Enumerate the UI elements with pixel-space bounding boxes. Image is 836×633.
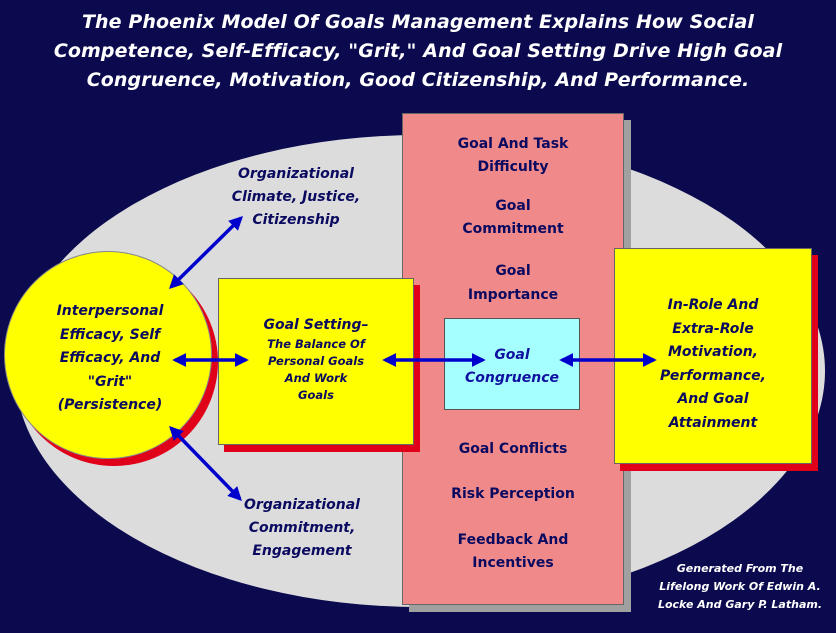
goal-setting-line: Personal Goals [267, 354, 365, 368]
moderator-task-difficulty: Goal And Task Difficulty [402, 133, 624, 179]
moderator-risk-perception: Risk Perception [402, 483, 624, 506]
moderator-line: Difficulty [477, 159, 549, 175]
moderator-goal-commitment: Goal Commitment [402, 195, 624, 241]
outcome-line: Attainment [668, 414, 758, 431]
outcome-line: And Goal [677, 391, 749, 407]
commitment-label-line: Engagement [252, 543, 352, 559]
outcome-label: In-Role And Extra-Role Motivation, Perfo… [614, 294, 812, 435]
goal-setting-label: Goal Setting– The Balance Of Personal Go… [218, 314, 414, 404]
credit-line: Generated From The [676, 562, 804, 575]
efficacy-label-line: Interpersonal [56, 303, 164, 319]
outcome-line: Performance, [659, 367, 766, 384]
moderator-line: Goal [495, 198, 531, 214]
commitment-label: Organizational Commitment, Engagement [212, 494, 392, 563]
moderator-line: Goal Conflicts [458, 441, 568, 457]
climate-label-line: Citizenship [252, 212, 340, 228]
commitment-label-line: Commitment, [248, 520, 356, 536]
goal-setting-line: And Work [284, 371, 348, 385]
goal-setting-line: The Balance Of [267, 337, 365, 351]
moderator-line: Risk Perception [451, 486, 575, 502]
congruence-line: Goal [494, 347, 530, 363]
efficacy-label: Interpersonal Efficacy, Self Efficacy, A… [20, 300, 200, 418]
outcome-line: Extra-Role [672, 320, 754, 337]
credit-note: Generated From The Lifelong Work Of Edwi… [650, 560, 830, 614]
efficacy-label-line: "Grit" [87, 373, 133, 390]
credit-line: Locke And Gary P. Latham. [657, 598, 823, 611]
moderator-goal-conflicts: Goal Conflicts [402, 438, 624, 461]
moderator-feedback-incentives: Feedback And Incentives [402, 529, 624, 575]
goal-congruence-label: Goal Congruence [444, 344, 580, 390]
moderator-goal-importance: Goal Importance [402, 259, 624, 307]
title-line: Congruence, Motivation, Good Citizenship… [86, 69, 750, 91]
goal-setting-heading: Goal Setting– [263, 317, 369, 333]
title-line: Competence, Self-Efficacy, "Grit," And G… [53, 40, 783, 62]
outcome-line: In-Role And [667, 297, 759, 313]
goal-setting-line: Goals [298, 388, 334, 402]
climate-label-line: Organizational [238, 166, 354, 182]
credit-line: Lifelong Work Of Edwin A. [659, 580, 821, 593]
congruence-line: Congruence [464, 370, 559, 386]
climate-label-line: Climate, Justice, [231, 189, 361, 205]
moderator-line: Goal [495, 263, 531, 279]
efficacy-label-line: Efficacy, Self [59, 326, 161, 343]
moderator-line: Commitment [462, 221, 564, 237]
diagram-title: The Phoenix Model Of Goals Management Ex… [0, 8, 836, 95]
moderator-line: Feedback And [457, 532, 569, 548]
moderator-line: Importance [467, 287, 559, 303]
commitment-label-line: Organizational [244, 497, 360, 513]
climate-label: Organizational Climate, Justice, Citizen… [208, 163, 384, 232]
title-line: The Phoenix Model Of Goals Management Ex… [81, 11, 755, 33]
outcome-line: Motivation, [667, 344, 758, 360]
arrow-circle-to-climate [169, 216, 243, 289]
efficacy-label-line: (Persistence) [57, 397, 163, 413]
moderator-line: Incentives [472, 555, 554, 571]
efficacy-label-line: Efficacy, And [59, 350, 161, 366]
arrow-circle-to-commitment [169, 425, 242, 502]
moderator-line: Goal And Task [457, 136, 569, 152]
